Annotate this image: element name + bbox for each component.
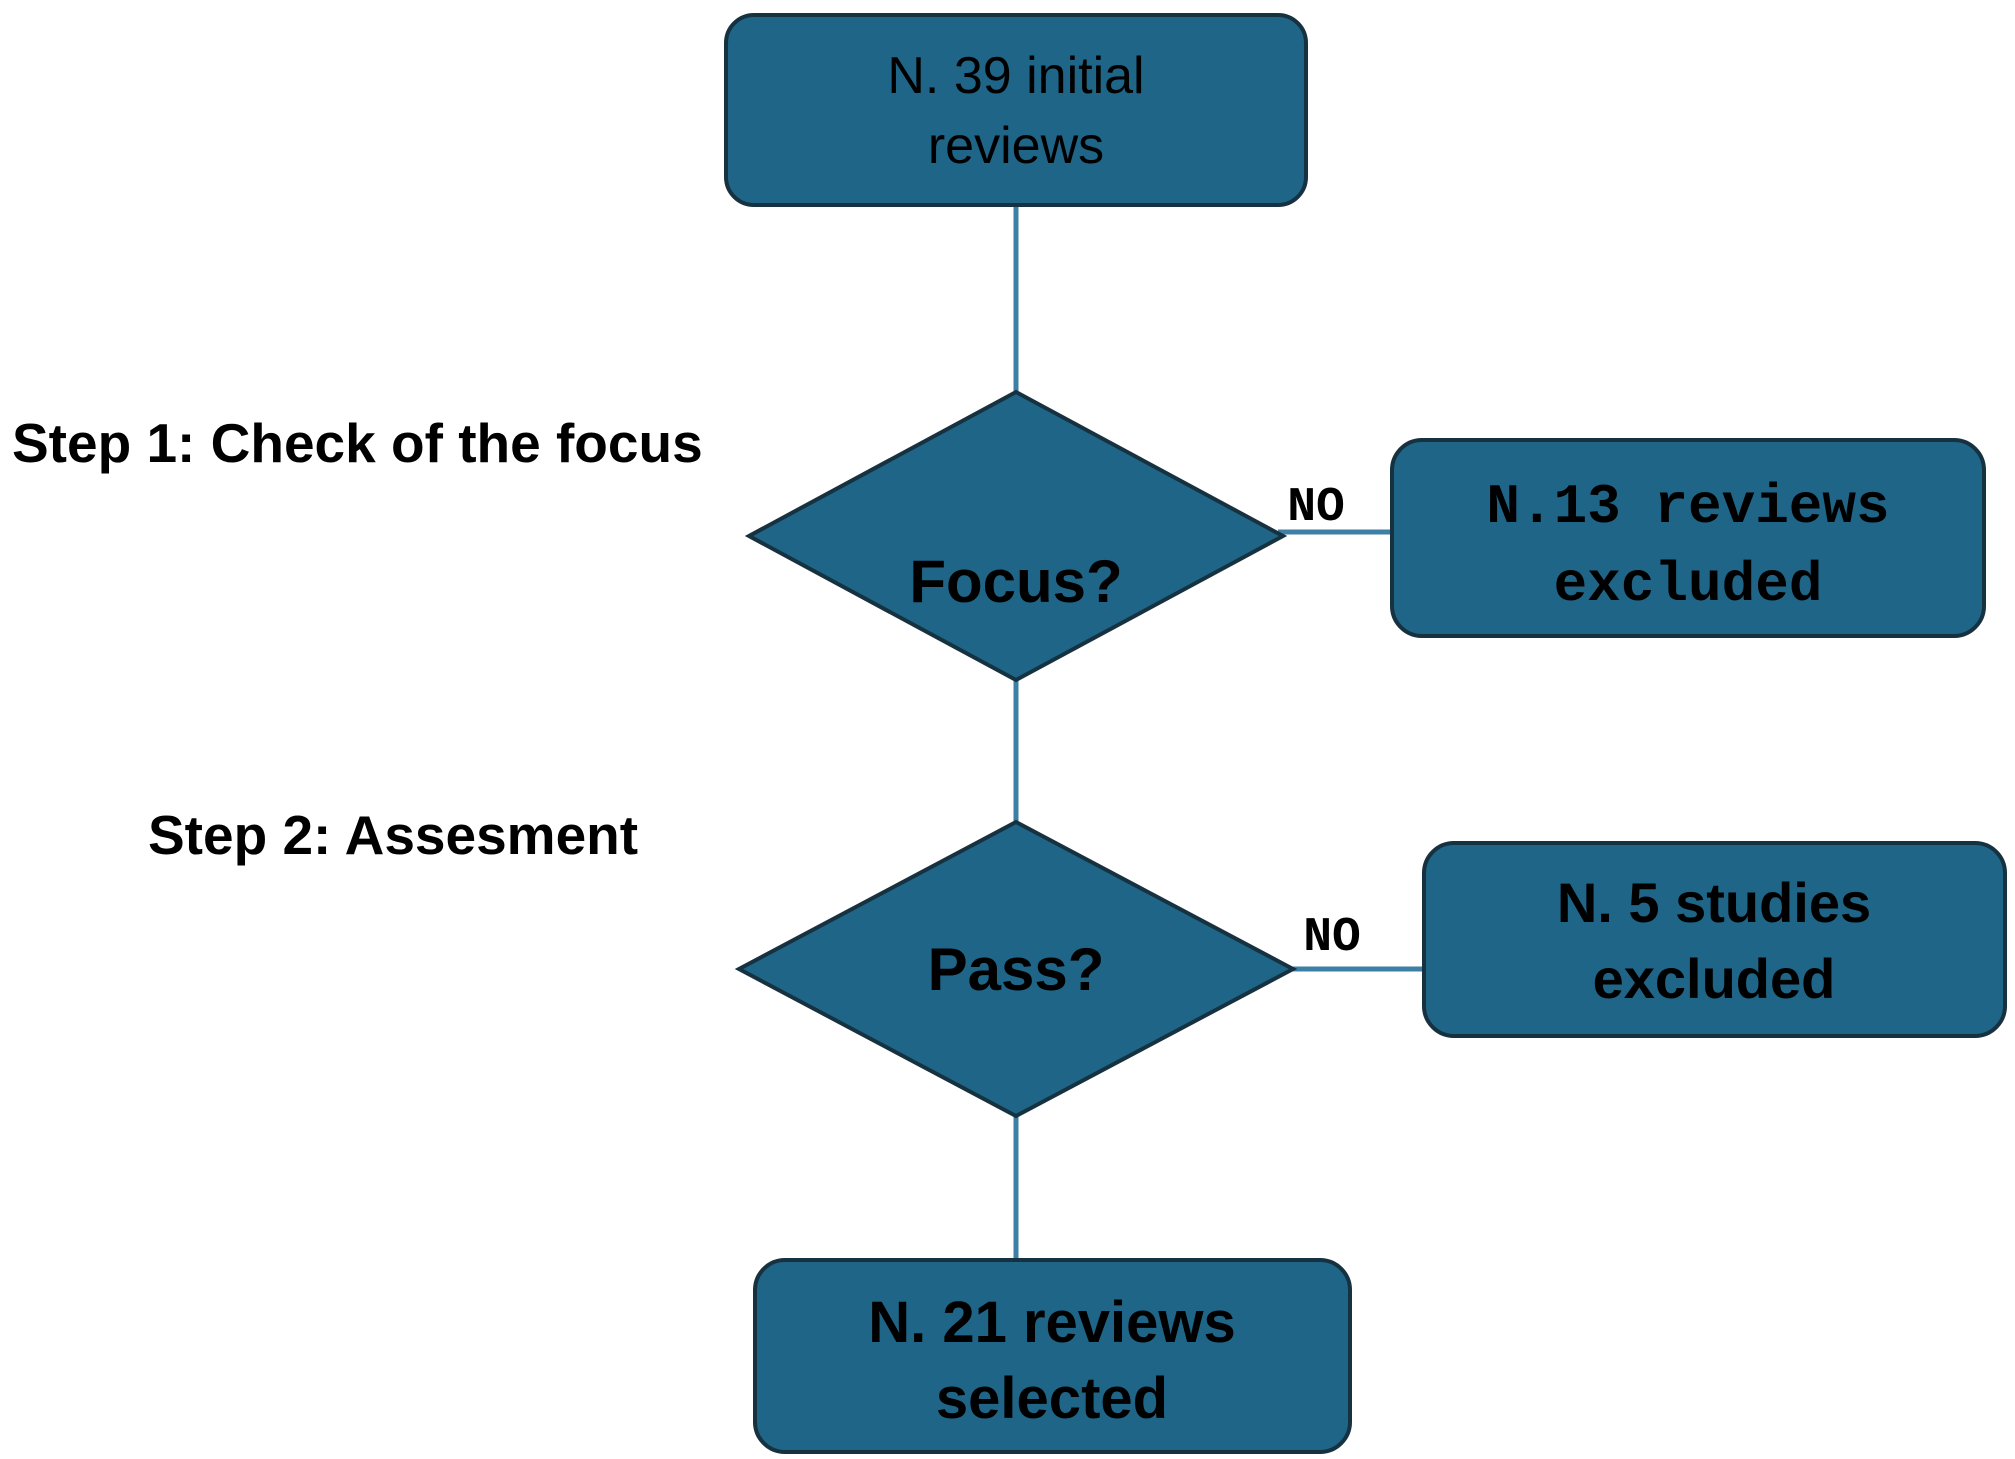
excluded-reviews-box: N.13 reviews excluded bbox=[1390, 438, 1986, 638]
excluded-studies-line2: excluded bbox=[1593, 947, 1836, 1010]
end-box: N. 21 reviews selected bbox=[753, 1258, 1352, 1454]
excluded-reviews-box-shape bbox=[1390, 438, 1986, 638]
decision-pass-diamond bbox=[734, 819, 1298, 1119]
start-box-line1: N. 39 initial bbox=[887, 47, 1144, 105]
decision-focus-diamond bbox=[744, 389, 1288, 683]
start-box-line2: reviews bbox=[928, 117, 1104, 175]
end-box-shape bbox=[753, 1258, 1352, 1454]
pass-no-label: NO bbox=[1303, 911, 1361, 965]
decision-pass: Pass? bbox=[734, 819, 1298, 1119]
end-box-line2: selected bbox=[936, 1366, 1168, 1431]
excluded-studies-box-shape bbox=[1422, 841, 2007, 1038]
start-box-shape bbox=[724, 13, 1308, 207]
excluded-studies-line1: N. 5 studies bbox=[1557, 871, 1871, 934]
decision-focus-label: Focus? bbox=[909, 548, 1122, 615]
excluded-reviews-line2: excluded bbox=[1554, 553, 1823, 617]
decision-focus: Focus? bbox=[744, 389, 1288, 683]
excluded-reviews-line1: N.13 reviews bbox=[1486, 475, 1889, 539]
excluded-studies-box: N. 5 studies excluded bbox=[1422, 841, 2007, 1038]
focus-no-label: NO bbox=[1287, 481, 1345, 535]
start-box: N. 39 initial reviews bbox=[724, 13, 1308, 207]
end-box-line1: N. 21 reviews bbox=[868, 1290, 1236, 1355]
step2-label: Step 2: Assesment bbox=[148, 804, 638, 866]
decision-pass-label: Pass? bbox=[928, 936, 1105, 1003]
step1-label: Step 1: Check of the focus bbox=[12, 412, 703, 474]
